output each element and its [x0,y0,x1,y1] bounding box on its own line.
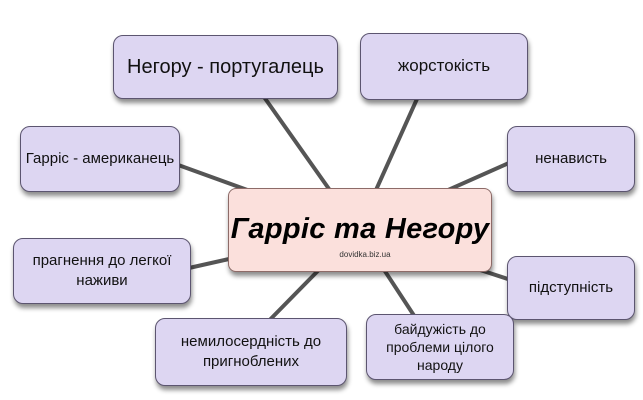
node-label: жорстокість [397,56,491,76]
node-easy-profit: прагнення до легкої наживи [13,238,191,304]
node-label: байдужість до проблеми цілого народу [386,320,494,374]
node-label: прагнення до легкої наживи [32,251,172,289]
node-label: Гарріс - американець [25,149,175,167]
node-treachery: підступність [507,256,635,320]
node-cruelty: жорстокість [360,33,528,100]
center-node: Гарріс та Негору [228,188,492,272]
node-label: ненависть [535,149,607,167]
node-indifference: байдужість до проблеми цілого народу [366,314,514,380]
node-harris-american: Гарріс - американець [20,126,180,192]
node-mercilessness: немилосердність до пригноблених [155,318,347,386]
node-label: підступність [528,278,614,296]
node-negoru-portuguese: Негору - португалець [113,35,338,99]
node-label: Негору - португалець [127,55,324,78]
center-title: Гарріс та Негору [230,213,490,246]
node-label: немилосердність до пригноблених [180,332,322,370]
watermark: dovidka.biz.ua [339,250,391,259]
node-hatred: ненависть [507,126,635,192]
